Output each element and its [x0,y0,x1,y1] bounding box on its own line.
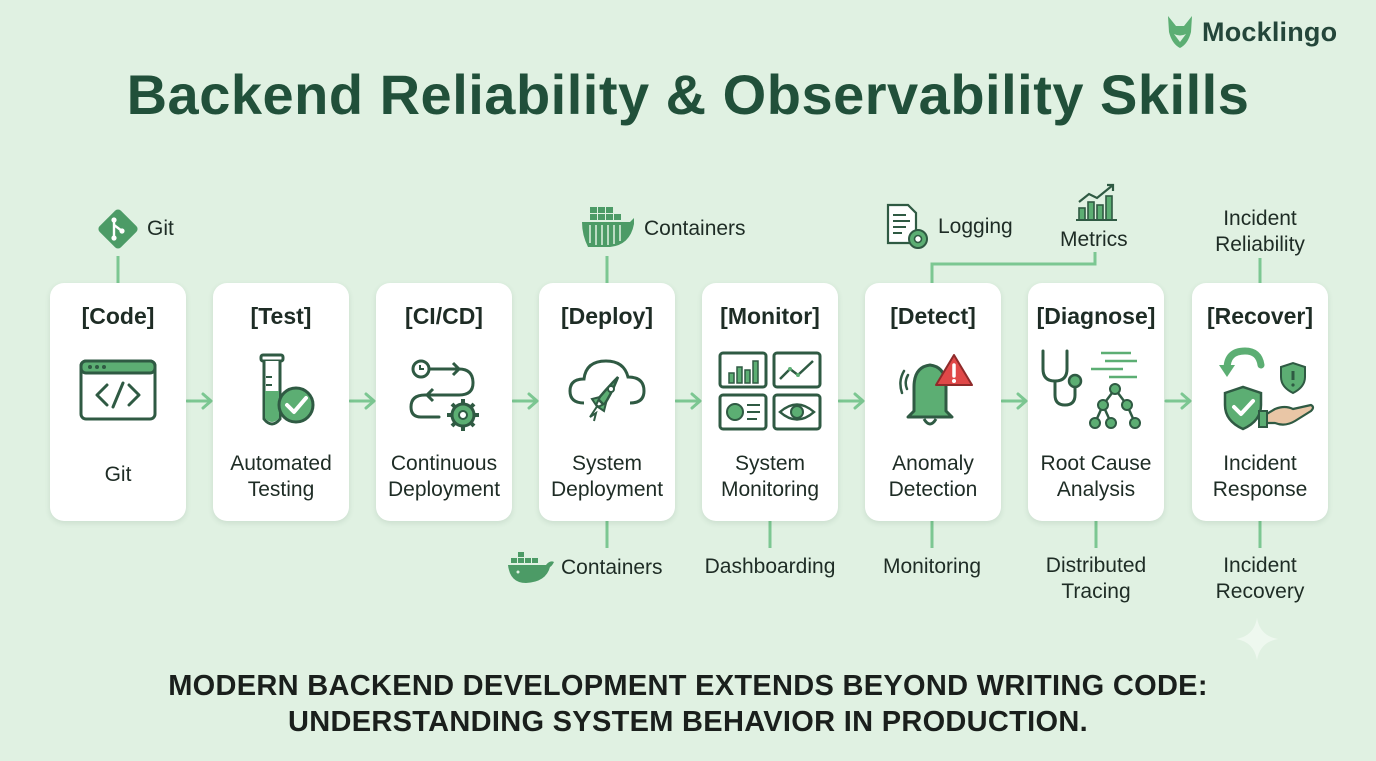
stage-head: [Test] [250,303,312,329]
brand: Mocklingo [1164,14,1337,50]
stage-label-line-1: Anomaly [892,452,974,475]
incident-recovery-tool: Incident Recovery [1190,553,1330,605]
stage-label: System Deployment [539,451,675,503]
stage-head: [Deploy] [561,303,653,329]
container-ship-icon [580,205,636,249]
bar-chart-growth-icon [1075,182,1119,222]
stage-card-code: [Code] Git [50,283,186,521]
stage-head: [Diagnose] [1036,303,1156,329]
git-icon [96,207,140,251]
arrow-diagnose-recover [1164,392,1192,410]
stage-label-line-1: Incident [1223,452,1297,475]
dashboard-panels-icon [718,347,822,437]
arrow-cicd-deploy [511,392,539,410]
code-window-icon [73,347,163,437]
arrow-monitor-detect [837,392,865,410]
pipeline-gear-icon [399,347,489,437]
monitoring-tool: Monitoring [862,554,1002,580]
stage-head: [Code] [81,303,155,329]
incident-recovery-line-2: Recovery [1215,580,1305,603]
footer-statement: MODERN BACKEND DEVELOPMENT EXTENDS BEYON… [0,668,1376,740]
stage-label-line-1: Continuous [390,452,498,475]
distributed-tracing-tool: Distributed Tracing [1026,553,1166,605]
incident-reliability-line-2: Reliability [1215,233,1305,256]
footer-line-2: UNDERSTANDING SYSTEM BEHAVIOR IN PRODUCT… [288,706,1088,738]
connector-logging-metrics [930,252,1097,283]
stage-head: [Recover] [1206,303,1314,329]
stage-label-line-1: Root Cause [1040,452,1152,475]
incident-reliability-line-1: Incident [1223,207,1297,230]
stage-label-line-2: Analysis [1056,478,1136,501]
stage-label-line-1: System [734,452,805,475]
stage-label: Continuous Deployment [376,451,512,503]
incident-reliability-tool: Incident Reliability [1190,206,1330,258]
stage-label-line-2: Deployment [387,478,501,501]
stage-label-line-2: Testing [247,478,315,501]
stage-head: [CI/CD] [405,303,483,329]
footer-line-1: MODERN BACKEND DEVELOPMENT EXTENDS BEYON… [168,670,1208,702]
stage-label-line-1: System [571,452,642,475]
stage-label: Git [50,462,186,488]
arrow-detect-diagnose [1000,392,1028,410]
metrics-label: Metrics [1060,228,1128,251]
arrow-code-test [185,392,213,410]
stage-card-diagnose: [Diagnose] Root Cause Analysis [1028,283,1164,521]
recover-shield-hand-icon [1215,347,1315,437]
stage-label-line-2: Monitoring [720,478,820,501]
stage-label: System Monitoring [702,451,838,503]
stage-label-line-2: Detection [888,478,978,501]
page-title: Backend Reliability & Observability Skil… [126,63,1250,126]
sparkle-icon [1234,616,1280,662]
containers-bottom-label: Containers [561,556,663,579]
stage-card-cicd: [CI/CD] Continuous Deployment [376,283,512,521]
stage-label-line-1: Git [104,463,132,486]
stage-card-deploy: [Deploy] System Deployment [539,283,675,521]
stage-label: Anomaly Detection [865,451,1001,503]
stage-label: Automated Testing [213,451,349,503]
stage-card-recover: [Recover] Incident Response [1192,283,1328,521]
incident-recovery-line-1: Incident [1223,554,1297,577]
test-tube-check-icon [236,347,326,437]
logging-label: Logging [938,215,1013,238]
arrow-test-cicd [348,392,376,410]
docker-whale-icon [506,550,556,586]
stage-label-line-2: Deployment [550,478,664,501]
monitoring-label: Monitoring [882,555,982,578]
stage-label: Root Cause Analysis [1028,451,1164,503]
stage-label-line-1: Automated [230,452,332,475]
stage-head: [Monitor] [720,303,820,329]
containers-top-label: Containers [644,217,746,240]
arrow-deploy-monitor [674,392,702,410]
alert-bell-icon [888,347,978,437]
stage-card-monitor: [Monitor] System Monitoring [702,283,838,521]
stage-label-line-2: Response [1212,478,1308,501]
stage-card-test: [Test] Automated Testing [213,283,349,521]
log-file-gear-icon [884,203,932,251]
git-tool-label: Git [147,217,174,240]
dashboarding-tool: Dashboarding [690,554,850,580]
dashboarding-label: Dashboarding [704,555,836,578]
stethoscope-tree-icon [1041,347,1141,437]
cloud-rocket-icon [562,347,652,437]
stage-label: Incident Response [1192,451,1328,503]
stage-card-detect: [Detect] Anomaly Detection [865,283,1001,521]
distributed-tracing-line-1: Distributed [1045,554,1147,577]
stage-head: [Detect] [890,303,976,329]
fox-head-icon [1164,14,1196,50]
distributed-tracing-line-2: Tracing [1061,580,1131,603]
brand-name: Mocklingo [1202,16,1338,47]
